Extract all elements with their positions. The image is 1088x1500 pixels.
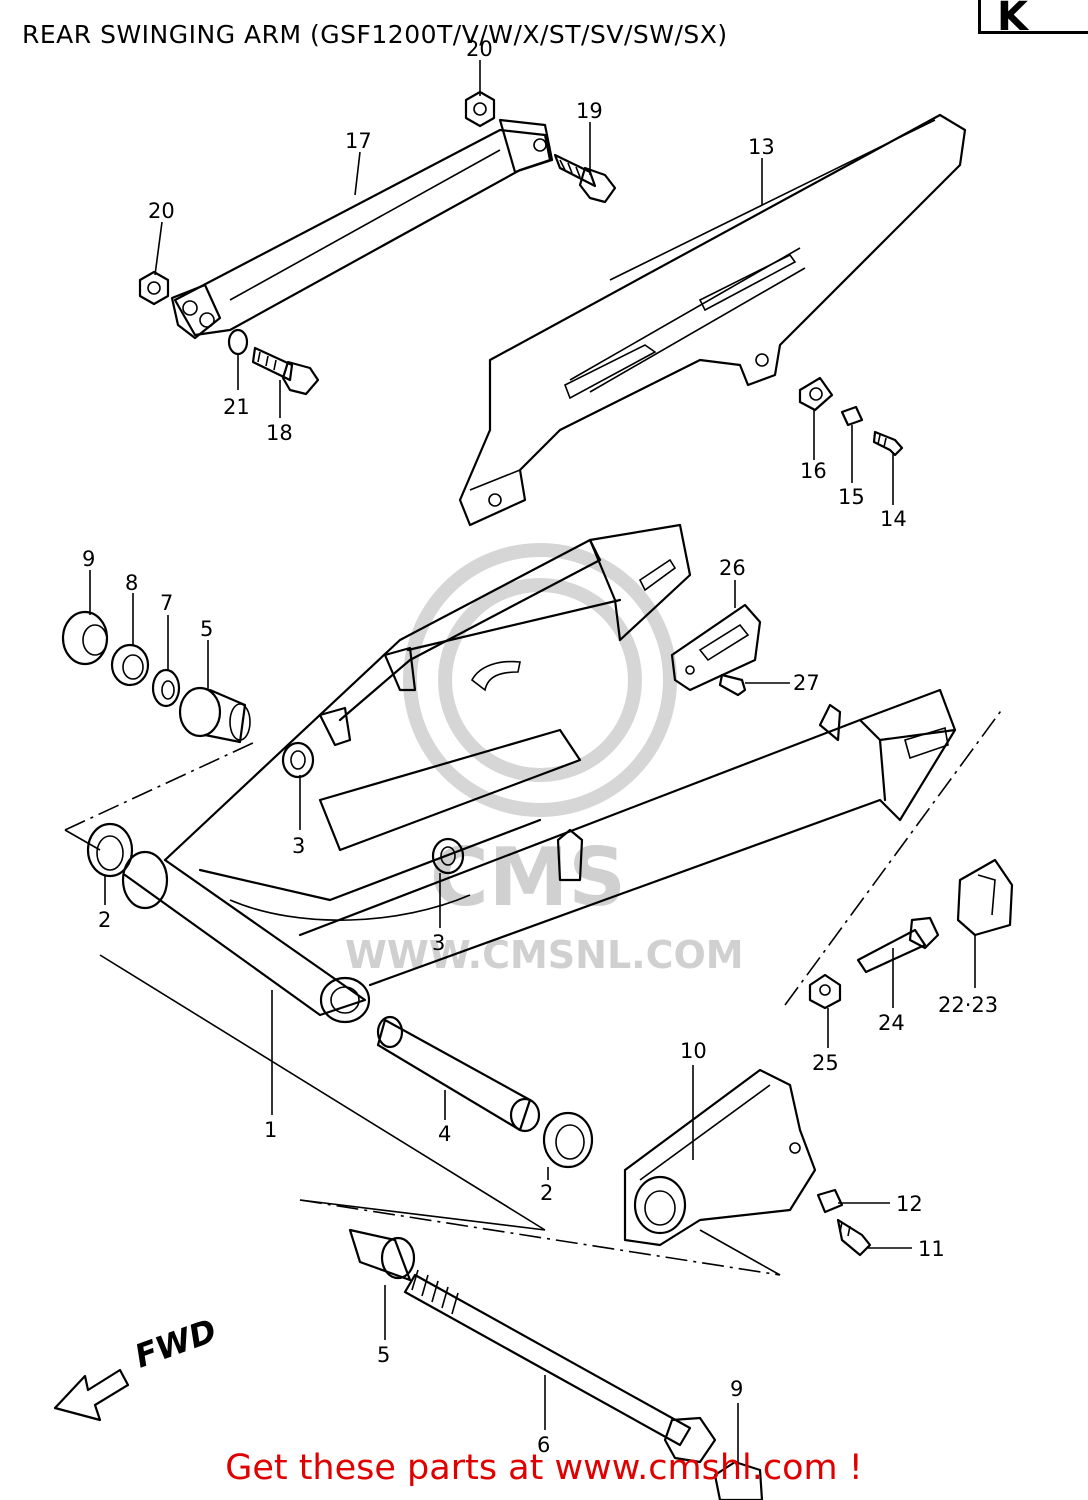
- callout-9-lower: 9: [730, 1377, 743, 1401]
- callout-18: 18: [266, 421, 293, 445]
- callout-2-right: 2: [540, 1181, 553, 1205]
- part-1-swingarm[interactable]: [121, 523, 957, 1024]
- callout-14: 14: [880, 507, 907, 531]
- callout-5-lower: 5: [377, 1343, 390, 1367]
- callout-11: 11: [918, 1237, 945, 1261]
- part-8-seal[interactable]: [110, 643, 150, 687]
- callout-1: 1: [264, 1118, 277, 1142]
- part-11-bolt[interactable]: [836, 1218, 872, 1257]
- callout-10: 10: [680, 1039, 707, 1063]
- callout-9: 9: [82, 547, 95, 571]
- part-18-bolt[interactable]: [251, 346, 320, 396]
- callout-26: 26: [719, 556, 746, 580]
- part-3-bushing-upper[interactable]: [281, 741, 315, 779]
- callout-3-upper: 3: [292, 834, 305, 858]
- part-26-plate[interactable]: [670, 603, 762, 692]
- part-20-nut-top[interactable]: [464, 90, 496, 128]
- callout-5: 5: [200, 617, 213, 641]
- part-13-chain-case[interactable]: [458, 113, 967, 527]
- part-25-nut[interactable]: [808, 973, 842, 1010]
- part-17-torque-link[interactable]: [170, 118, 554, 340]
- part-14-screw[interactable]: [872, 430, 904, 457]
- callout-25: 25: [812, 1051, 839, 1075]
- callout-2-left: 2: [98, 908, 111, 932]
- fwd-arrow: FWD: [53, 1311, 222, 1422]
- callout-6: 6: [537, 1433, 550, 1457]
- part-5-collar-upper[interactable]: [178, 686, 251, 744]
- part-16-collar[interactable]: [798, 376, 834, 412]
- part-7-washer[interactable]: [151, 668, 181, 708]
- part-9-nut-upper[interactable]: [61, 610, 109, 666]
- callout-17: 17: [345, 129, 372, 153]
- watermark-url-text: WWW.CMSNL.COM: [345, 933, 744, 977]
- part-2-bearing-right[interactable]: [542, 1111, 594, 1169]
- callout-20: 20: [466, 37, 493, 61]
- part-3-bushing-lower[interactable]: [431, 837, 465, 875]
- part-12-spacer[interactable]: [816, 1188, 844, 1214]
- callout-15: 15: [838, 485, 865, 509]
- callout-24: 24: [878, 1011, 905, 1035]
- part-4-spacer[interactable]: [376, 1015, 541, 1133]
- callout-13: 13: [748, 135, 775, 159]
- callout-20-left: 20: [148, 199, 175, 223]
- cms-watermark: CMS WWW.CMSNL.COM: [345, 543, 744, 977]
- callout-19: 19: [576, 99, 603, 123]
- callout-labels: 20 19 17 13 20 21 18 16 15 14 9 8 7 5 26…: [82, 37, 998, 1457]
- callout-12: 12: [896, 1192, 923, 1216]
- part-15-spacer[interactable]: [840, 405, 864, 427]
- callout-21: 21: [223, 395, 250, 419]
- part-10-chain-guide[interactable]: [623, 1068, 817, 1247]
- part-6-pivot-bolt[interactable]: [403, 1269, 717, 1464]
- callout-27: 27: [793, 671, 820, 695]
- part-19-bolt[interactable]: [553, 153, 617, 204]
- part-21-washer[interactable]: [227, 328, 249, 356]
- callout-22-23: 22·23: [938, 993, 998, 1017]
- part-22-23-chain-pad[interactable]: [956, 858, 1014, 937]
- part-5-collar-lower[interactable]: [348, 1228, 416, 1282]
- footer-promo[interactable]: Get these parts at www.cmshl.com !: [225, 1448, 863, 1488]
- diagram-title: REAR SWINGING ARM (GSF1200T/V/W/X/ST/SV/…: [22, 20, 728, 49]
- fwd-label: FWD: [130, 1311, 222, 1375]
- part-24-bolt[interactable]: [856, 916, 940, 974]
- callout-3-lower: 3: [432, 931, 445, 955]
- section-code-box: K: [978, 0, 1088, 34]
- leader-lines: [89, 60, 976, 1465]
- callout-8: 8: [125, 571, 138, 595]
- callout-4: 4: [438, 1122, 451, 1146]
- part-2-bearing-left[interactable]: [86, 822, 134, 878]
- part-27-screw[interactable]: [718, 673, 747, 697]
- callout-7: 7: [160, 591, 173, 615]
- callout-16: 16: [800, 459, 827, 483]
- part-9-nut-lower[interactable]: [713, 1460, 764, 1500]
- part-20-nut-left[interactable]: [138, 270, 170, 306]
- assembly-lines: [64, 707, 1004, 1276]
